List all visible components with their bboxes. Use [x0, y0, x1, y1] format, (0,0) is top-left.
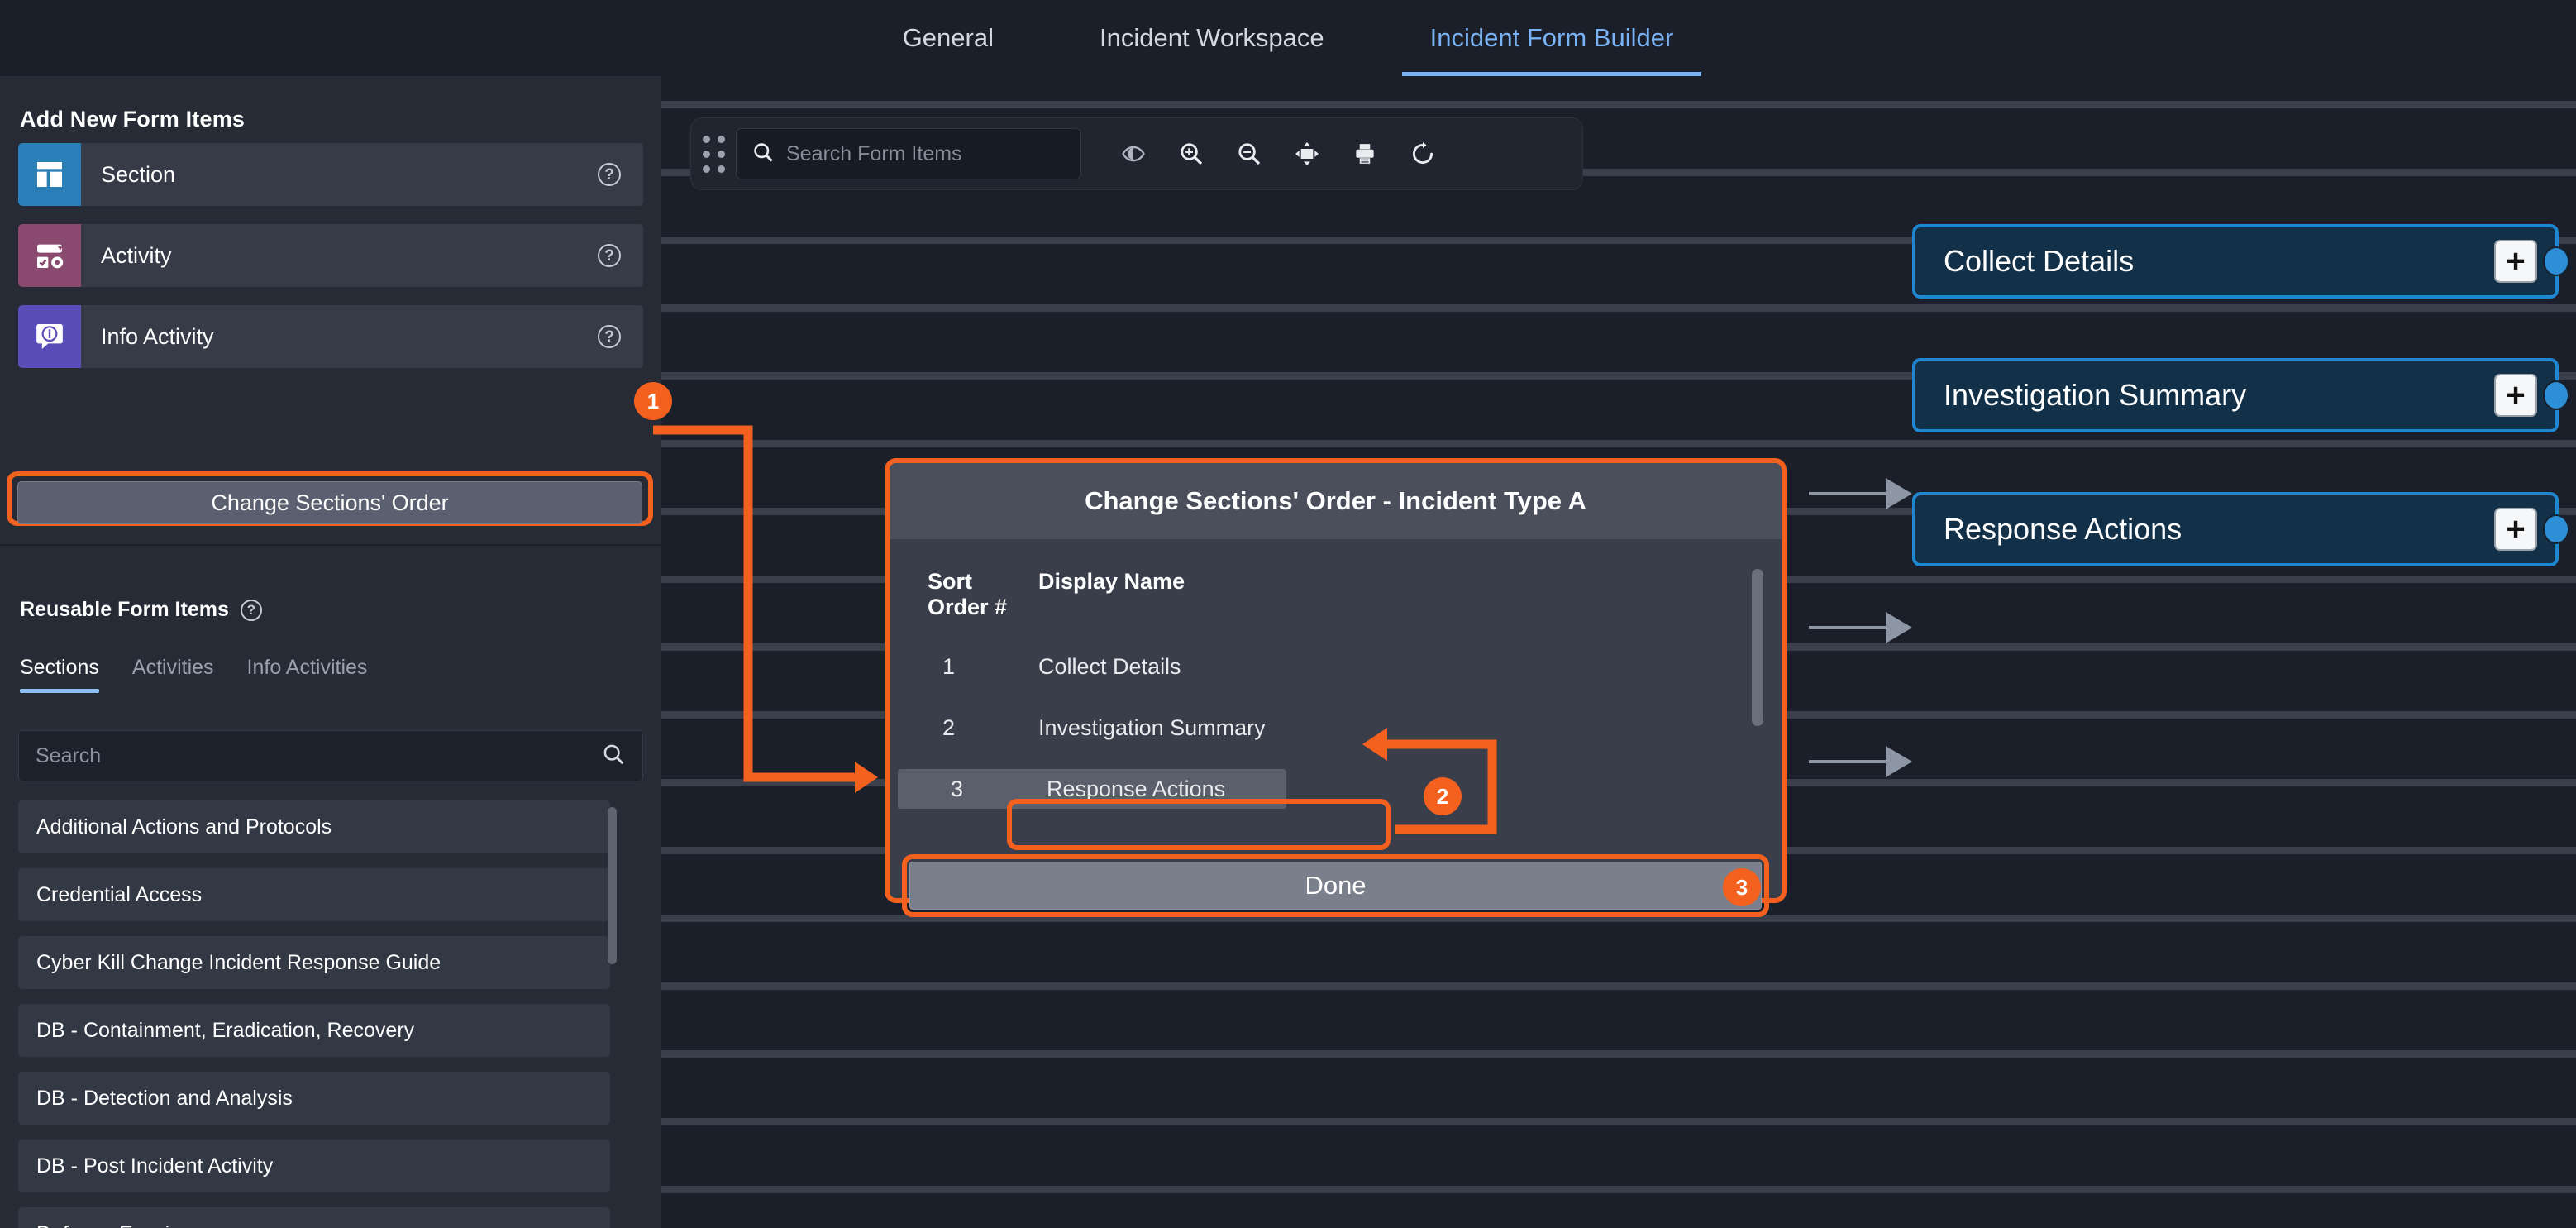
dialog-body: Sort Order # Display Name 1 Collect Deta… [890, 539, 1782, 898]
left-sidebar: Add New Form Items Section ? [0, 76, 661, 1228]
node-add-button[interactable]: + [2494, 508, 2537, 551]
section-help-icon[interactable]: ? [597, 162, 622, 187]
form-item-section-label: Section [101, 161, 176, 187]
form-item-activity[interactable]: Activity ? [18, 224, 643, 287]
row-name: Investigation Summary [1038, 714, 1266, 740]
form-item-info-activity[interactable]: Info Activity ? [18, 305, 643, 368]
section-icon [18, 143, 81, 206]
node-investigation-summary[interactable]: Investigation Summary + [1912, 358, 2569, 432]
list-item[interactable]: Defense Evasion [18, 1207, 610, 1228]
tab-sections[interactable]: Sections [20, 656, 99, 693]
canvas-toolbar [690, 117, 1583, 190]
change-sections-order-button[interactable]: Change Sections' Order [17, 481, 642, 524]
search-icon [601, 742, 626, 771]
annotation-badge-1: 1 [634, 382, 672, 420]
drag-handle-icon[interactable] [691, 117, 736, 190]
sidebar-search-input[interactable] [36, 743, 601, 768]
row-order: 3 [951, 776, 964, 801]
node-add-button[interactable]: + [2494, 374, 2537, 417]
column-display-name: Display Name [1038, 569, 1185, 594]
table-row[interactable]: 1 Collect Details [890, 647, 1782, 686]
sidebar-search-box[interactable] [18, 730, 643, 781]
node-collect-details[interactable]: Collect Details + [1912, 224, 2569, 299]
column-sort-order: Sort Order # [928, 569, 1008, 619]
node-label: Collect Details [1944, 244, 2135, 278]
tab-incident-form-builder-label: Incident Form Builder [1429, 23, 1674, 52]
add-new-form-items-title: Add New Form Items [20, 107, 246, 131]
reusable-form-items-label: Reusable Form Items [20, 598, 229, 621]
dialog-table-header: Sort Order # Display Name [890, 569, 1782, 620]
row-order: 1 [942, 653, 956, 679]
table-row[interactable]: 3 Response Actions [898, 769, 1286, 809]
row-name: Collect Details [1038, 653, 1181, 679]
done-button[interactable]: Done [909, 862, 1762, 910]
node-connector-dot[interactable] [2543, 380, 2569, 410]
annotation-badge-2: 2 [1424, 777, 1462, 815]
eye-icon[interactable] [1104, 125, 1162, 183]
list-item[interactable]: Credential Access [18, 868, 610, 921]
list-item[interactable]: Additional Actions and Protocols [18, 800, 610, 853]
form-item-info-activity-label: Info Activity [101, 323, 214, 349]
dialog-scrollbar[interactable] [1752, 569, 1763, 726]
node-connector-dot[interactable] [2543, 246, 2569, 276]
node-add-button[interactable]: + [2494, 240, 2537, 283]
top-navigation: General Incident Workspace Incident Form… [0, 0, 2576, 76]
search-icon [751, 141, 775, 168]
tab-incident-workspace[interactable]: Incident Workspace [1071, 0, 1352, 76]
tab-incident-workspace-label: Incident Workspace [1099, 23, 1324, 52]
print-icon[interactable] [1336, 125, 1394, 183]
node-connector-dot[interactable] [2543, 514, 2569, 544]
toolbar-search-input[interactable] [786, 141, 1066, 166]
toolbar-search-box[interactable] [736, 128, 1081, 179]
list-item[interactable]: DB - Containment, Eradication, Recovery [18, 1004, 610, 1057]
change-sections-order-highlight: Change Sections' Order [7, 471, 653, 526]
reusable-form-items-title: Reusable Form Items ? [20, 598, 262, 622]
tab-sections-label: Sections [20, 656, 99, 679]
form-item-activity-label: Activity [101, 242, 172, 268]
dialog-title: Change Sections' Order - Incident Type A [890, 463, 1782, 539]
reusable-sections-list[interactable]: Additional Actions and Protocols Credent… [18, 800, 643, 1228]
sidebar-divider [0, 544, 661, 546]
tab-activities[interactable]: Activities [132, 656, 214, 693]
zoom-out-icon[interactable] [1220, 125, 1278, 183]
info-activity-help-icon[interactable]: ? [597, 324, 622, 349]
activity-help-icon[interactable]: ? [597, 243, 622, 268]
tab-general[interactable]: General [875, 0, 1022, 76]
change-sections-order-dialog: Change Sections' Order - Incident Type A… [885, 458, 1787, 903]
node-label: Investigation Summary [1944, 378, 2247, 412]
zoom-in-icon[interactable] [1162, 125, 1220, 183]
tab-info-activities[interactable]: Info Activities [247, 656, 368, 693]
activity-icon [18, 224, 81, 287]
node-response-actions[interactable]: Response Actions + [1912, 492, 2569, 566]
table-row[interactable]: 2 Investigation Summary [890, 708, 1782, 748]
annotation-badge-3: 3 [1723, 868, 1761, 906]
list-scrollbar[interactable] [608, 807, 617, 964]
form-item-section[interactable]: Section ? [18, 143, 643, 206]
tab-info-activities-label: Info Activities [246, 656, 368, 679]
reusable-tabs: Sections Activities Info Activities [20, 656, 367, 693]
toolbar-icon-group [1104, 125, 1452, 183]
tab-incident-form-builder[interactable]: Incident Form Builder [1401, 0, 1702, 76]
node-label: Response Actions [1944, 512, 2182, 546]
refresh-icon[interactable] [1394, 125, 1452, 183]
list-item[interactable]: DB - Detection and Analysis [18, 1072, 610, 1125]
tab-general-label: General [902, 23, 994, 52]
tab-activities-label: Activities [131, 656, 214, 679]
list-item[interactable]: Cyber Kill Change Incident Response Guid… [18, 936, 610, 989]
list-item[interactable]: DB - Post Incident Activity [18, 1140, 610, 1192]
done-button-highlight [902, 854, 1769, 917]
row-order: 2 [942, 714, 956, 740]
info-activity-icon [18, 305, 81, 368]
reusable-help-icon[interactable]: ? [240, 599, 262, 621]
fit-to-screen-icon[interactable] [1278, 125, 1336, 183]
row-name: Response Actions [1047, 776, 1226, 801]
